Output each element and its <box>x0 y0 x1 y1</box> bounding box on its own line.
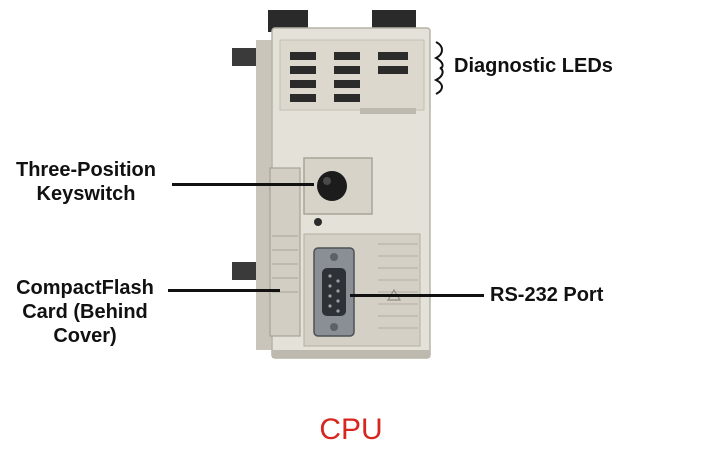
label-diagnostic-leds: Diagnostic LEDs <box>454 55 613 77</box>
vent-slots <box>378 243 418 329</box>
model-plate <box>360 108 416 114</box>
leader-line-rs232 <box>350 294 484 297</box>
label-compactflash-line-2: Card (Behind <box>22 301 148 323</box>
led-indicator <box>334 80 360 88</box>
module-base-shadow <box>272 350 430 358</box>
keyswitch-knob-highlight <box>323 177 331 185</box>
top-mounting-tab-right <box>372 10 416 32</box>
diagnostic-led-array <box>290 52 408 102</box>
leader-line-compactflash <box>168 289 280 292</box>
connector-screw-bottom <box>330 323 338 331</box>
led-indicator <box>290 52 316 60</box>
keyswitch-indicator <box>314 218 322 226</box>
brace-icon <box>433 41 444 95</box>
cover-grip-lines <box>272 235 298 293</box>
led-indicator <box>378 66 408 74</box>
led-indicator <box>290 66 316 74</box>
label-three-position-keyswitch: Three-Position Keyswitch <box>0 158 172 206</box>
compactflash-cover <box>269 167 301 337</box>
label-compactflash-line-3: Cover) <box>53 325 117 347</box>
label-compactflash-line-1: CompactFlash <box>16 277 154 299</box>
top-mounting-tab-left <box>268 10 308 32</box>
label-keyswitch-line-1: Three-Position <box>15 159 156 181</box>
label-rs232-port: RS-232 Port <box>490 284 604 306</box>
connector-pins <box>328 274 340 313</box>
rs232-connector-face <box>322 268 346 316</box>
keyswitch-knob <box>317 171 347 201</box>
led-indicator <box>334 66 360 74</box>
label-keyswitch-line-2: Keyswitch <box>36 183 136 205</box>
connector-screw-top <box>330 253 338 261</box>
label-compactflash-card: CompactFlash Card (Behind Cover) <box>0 276 170 348</box>
led-indicator <box>290 94 316 102</box>
led-indicator <box>378 52 408 60</box>
leader-line-keyswitch <box>172 183 314 186</box>
figure-caption: CPU <box>319 413 383 446</box>
led-indicator <box>334 52 360 60</box>
led-indicator <box>290 80 316 88</box>
led-indicator <box>334 94 360 102</box>
